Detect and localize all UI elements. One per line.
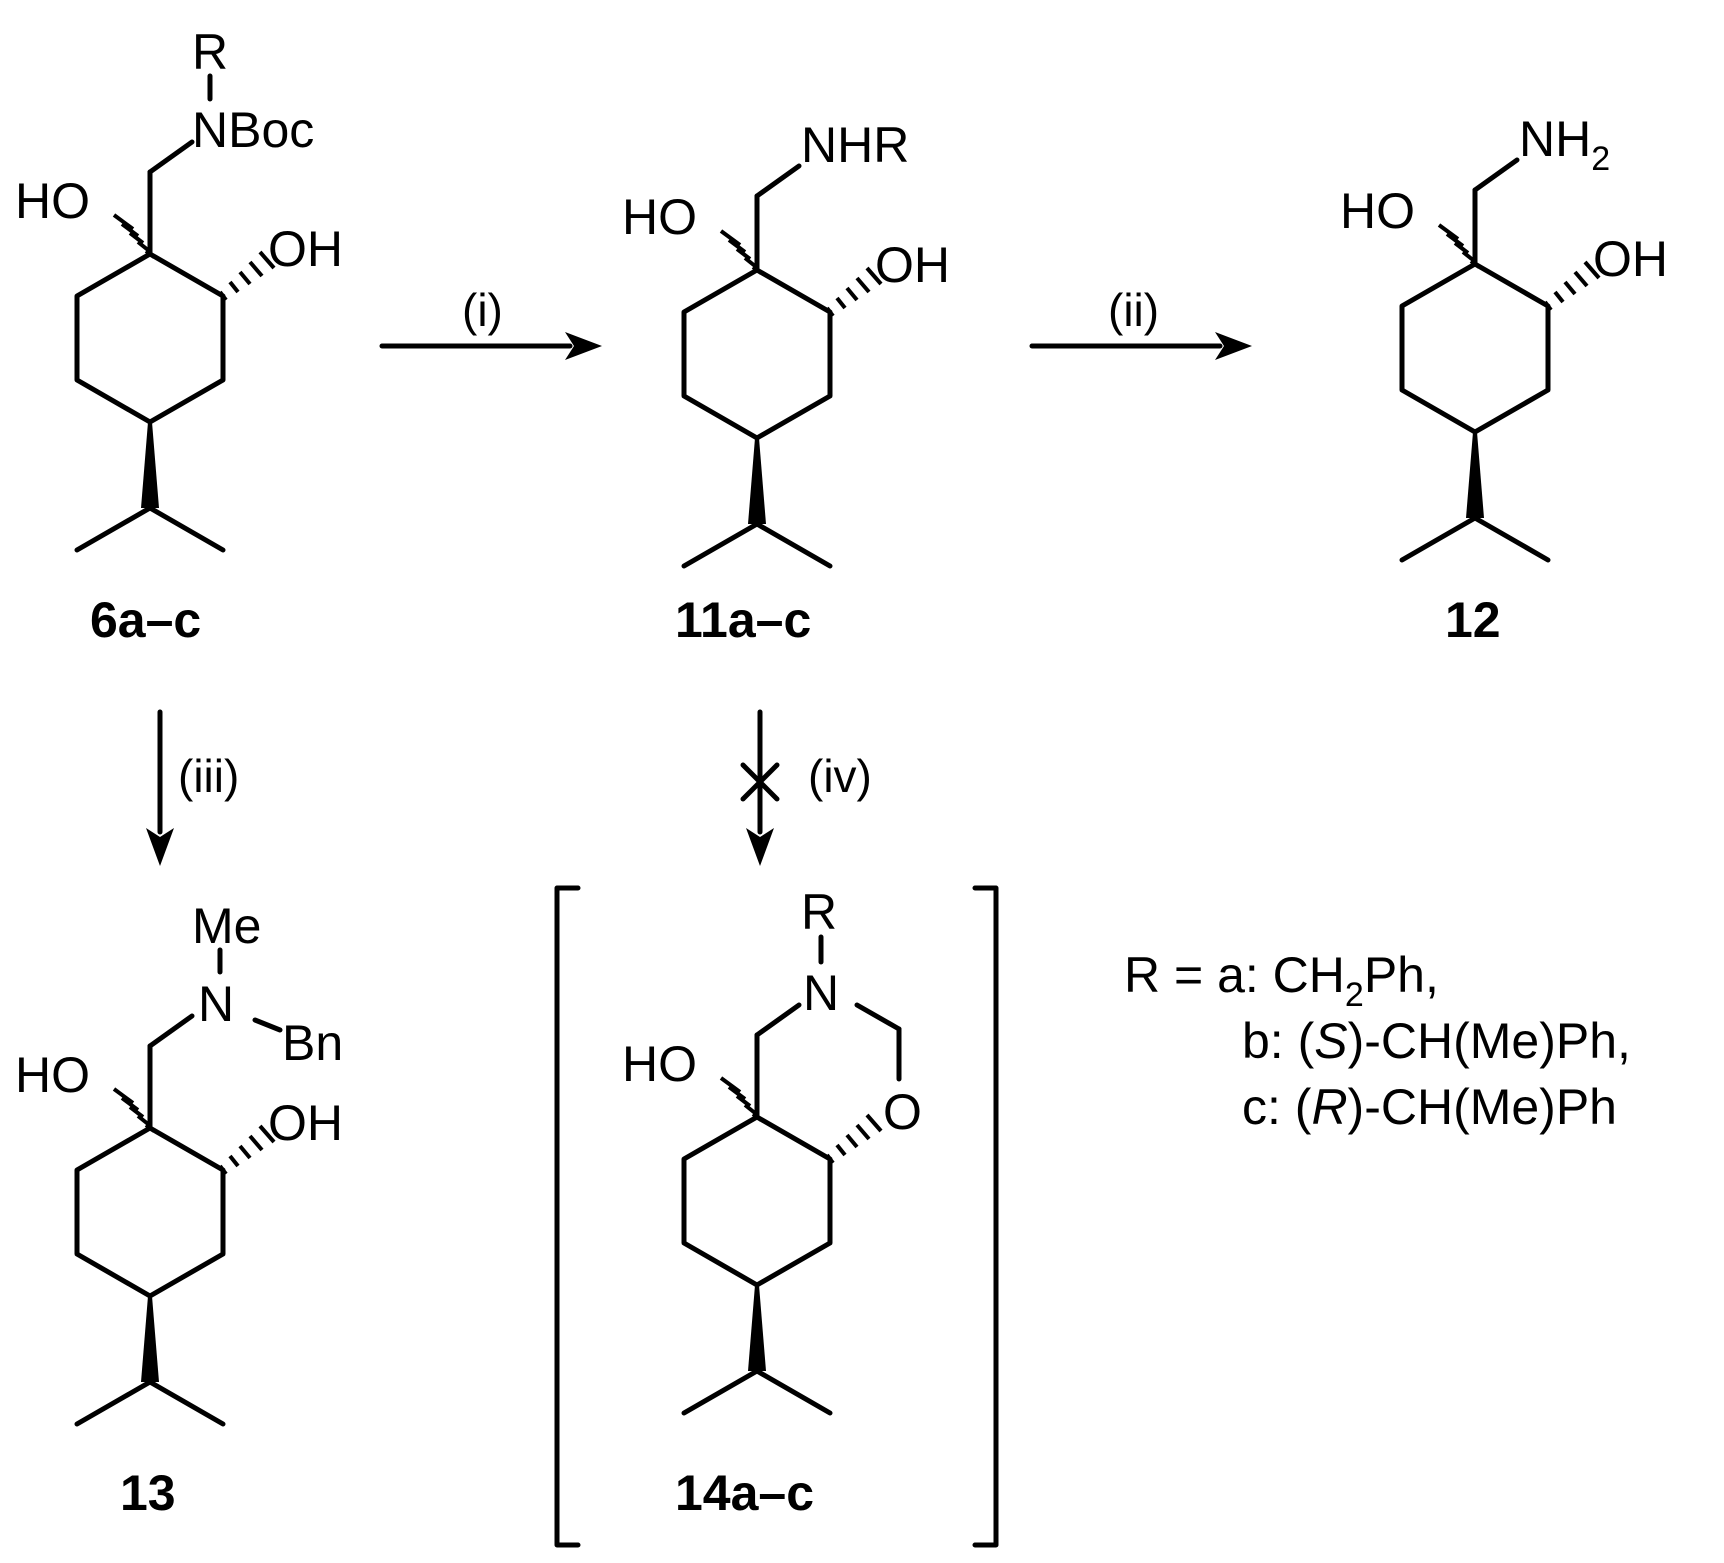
n-label: N (803, 965, 839, 1021)
compound-label-12: 12 (1445, 592, 1501, 648)
r-group-label: R (801, 884, 837, 940)
ho-label: HO (15, 1047, 90, 1103)
r-group-b: b: (S)-CH(Me)Ph, (1242, 1013, 1631, 1069)
oh-label: OH (1593, 231, 1668, 287)
compound-label-14a-c: 14a–c (675, 1465, 814, 1521)
compound-14a-c: R N O HO 14a–c (622, 884, 922, 1521)
compound-label-6a-c: 6a–c (90, 592, 201, 648)
arrow-i: (i) (379, 284, 602, 360)
compound-11a-c: NHR HO OH 11a–c (622, 117, 950, 648)
compound-label-13: 13 (120, 1465, 176, 1521)
arrow-iii: (iii) (146, 709, 239, 866)
oh-label: OH (268, 1095, 343, 1151)
condition-i: (i) (462, 284, 503, 336)
bn-label: Bn (282, 1015, 343, 1071)
condition-iii: (iii) (178, 750, 239, 802)
left-bracket (554, 885, 581, 1548)
r-group-legend: R = a: CH2Ph, b: (S)-CH(Me)Ph, c: (R)-CH… (1124, 947, 1631, 1135)
compound-label-11a-c: 11a–c (675, 592, 811, 648)
arrow-ii: (ii) (1029, 284, 1252, 360)
condition-ii: (ii) (1108, 284, 1159, 336)
o-label: O (883, 1084, 922, 1140)
nhr-label: NHR (801, 117, 909, 173)
arrow-iv-blocked: (iv) (740, 709, 872, 866)
nh2-label: NH2 (1519, 111, 1610, 178)
r-group-label: R (192, 24, 228, 80)
ho-label: HO (1340, 183, 1415, 239)
condition-iv: (iv) (808, 750, 872, 802)
ho-label: HO (15, 173, 90, 229)
nboc-label: NBoc (192, 102, 314, 158)
ho-label: HO (622, 189, 697, 245)
compound-12: NH2 HO OH 12 (1340, 111, 1668, 648)
r-group-c: c: (R)-CH(Me)Ph (1242, 1079, 1617, 1135)
r-group-a: R = a: CH2Ph, (1124, 947, 1439, 1014)
compound-13: Me N Bn HO OH 13 (15, 898, 343, 1521)
ho-label: HO (622, 1036, 697, 1092)
oh-label: OH (875, 237, 950, 293)
me-label: Me (192, 898, 261, 954)
n-label: N (198, 976, 234, 1032)
oh-label: OH (268, 221, 343, 277)
compound-6a-c: R NBoc HO OH 6a–c (15, 24, 343, 648)
right-bracket (972, 885, 999, 1548)
